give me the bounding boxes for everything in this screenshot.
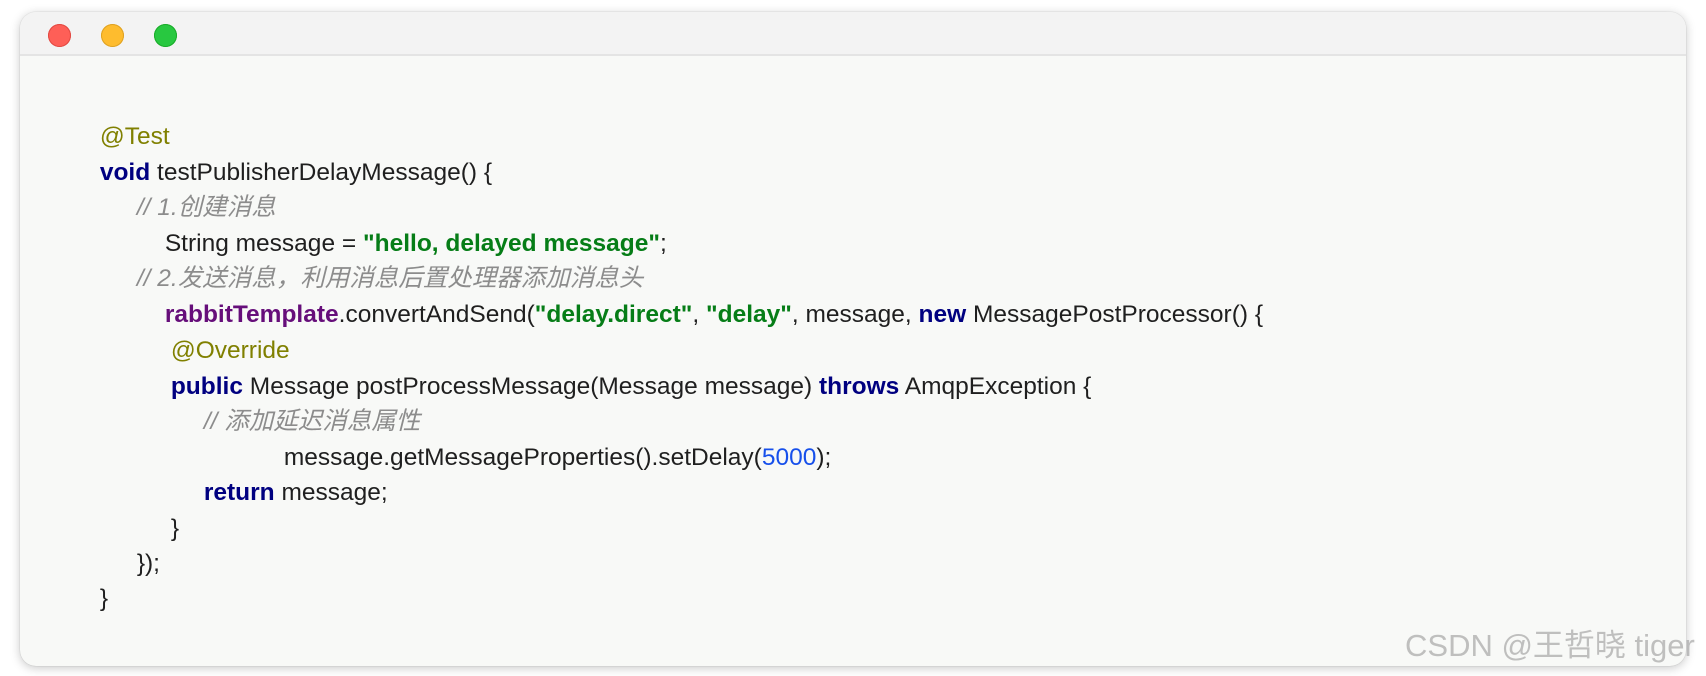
watermark-text: CSDN @王哲晓 tiger: [1405, 628, 1695, 663]
code-line-9: // 添加延迟消息属性: [163, 377, 420, 435]
code-text: ,: [692, 301, 706, 328]
code-line-10: message.getMessageProperties().setDelay(…: [243, 413, 831, 471]
annotation-override: @Override: [170, 337, 290, 364]
code-line-7: @Override: [130, 306, 290, 364]
title-bar: [20, 12, 1686, 56]
keyword-throws: throws: [819, 373, 900, 400]
code-line-13: });: [96, 519, 160, 577]
keyword-return: return: [203, 479, 275, 506]
code-text: String message =: [164, 230, 363, 257]
close-icon[interactable]: [48, 24, 71, 47]
code-text: Message postProcessMessage(Message messa…: [242, 373, 819, 400]
keyword-public: public: [170, 373, 243, 400]
code-line-5: // 2.发送消息，利用消息后置处理器添加消息头: [96, 234, 643, 292]
code-text: }: [99, 585, 109, 612]
string-literal: "delay": [705, 301, 792, 328]
code-text: }: [170, 515, 180, 542]
code-block: @Test void testPublisherDelayMessage() {…: [20, 56, 1686, 666]
string-literal: "hello, delayed message": [363, 230, 660, 257]
comment-add-delay: // 添加延迟消息属性: [203, 408, 421, 435]
code-text: message;: [274, 479, 388, 506]
code-text: .convertAndSend(: [338, 301, 535, 328]
number-literal: 5000: [761, 444, 817, 471]
code-text: );: [816, 444, 832, 471]
code-text: ;: [659, 230, 667, 257]
annotation-test: @Test: [99, 123, 170, 150]
code-text: MessagePostProcessor() {: [966, 301, 1264, 328]
code-line-3: // 1.创建消息: [96, 163, 276, 221]
code-line-8: public Message postProcessMessage(Messag…: [130, 342, 1092, 400]
code-text: });: [136, 550, 160, 577]
comment-send-message: // 2.发送消息，利用消息后置处理器添加消息头: [136, 265, 644, 292]
keyword-new: new: [918, 301, 967, 328]
maximize-icon[interactable]: [154, 24, 177, 47]
string-literal: "delay.direct": [534, 301, 693, 328]
code-text: , message,: [791, 301, 919, 328]
code-line-6: rabbitTemplate.convertAndSend("delay.dir…: [124, 270, 1263, 328]
keyword-void: void: [99, 159, 151, 186]
code-line-1: @Test: [59, 92, 170, 150]
field-rabbit-template: rabbitTemplate: [164, 301, 339, 328]
code-line-2: void testPublisherDelayMessage() {: [59, 128, 492, 186]
code-line-14: }: [59, 554, 108, 612]
code-text: AmqpException {: [899, 373, 1092, 400]
code-line-4: String message = "hello, delayed message…: [124, 199, 667, 257]
code-line-12: }: [130, 484, 179, 542]
minimize-icon[interactable]: [101, 24, 124, 47]
code-line-11: return message;: [163, 448, 388, 506]
code-window: @Test void testPublisherDelayMessage() {…: [20, 12, 1686, 666]
comment-create-message: // 1.创建消息: [136, 194, 276, 221]
method-signature: testPublisherDelayMessage() {: [150, 159, 493, 186]
code-text: message.getMessageProperties().setDelay(: [283, 444, 762, 471]
